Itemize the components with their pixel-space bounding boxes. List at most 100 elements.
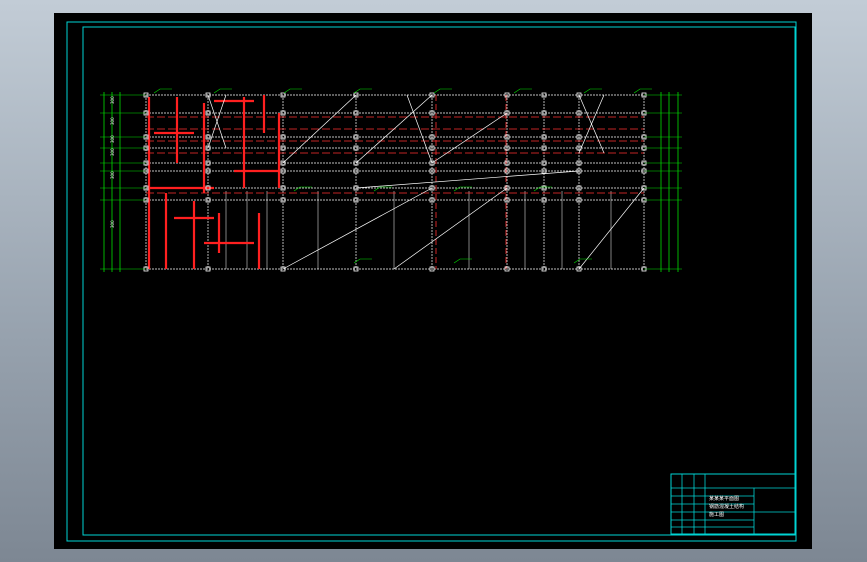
- column-marker: [541, 145, 547, 151]
- column-marker: [429, 197, 435, 203]
- column-marker: [143, 185, 149, 191]
- column-marker: [143, 92, 149, 98]
- column-marker: [504, 266, 510, 272]
- column-marker: [353, 266, 359, 272]
- column-marker: [541, 134, 547, 140]
- title-block-line1: 某某某平面图: [709, 496, 740, 502]
- annotation-leader: [373, 186, 392, 192]
- annotation-leader: [573, 258, 592, 264]
- annotation-leader: [453, 186, 472, 192]
- column-marker: [280, 168, 286, 174]
- column-marker: [641, 266, 647, 272]
- brace-line: [355, 94, 433, 164]
- annotation-leader: [213, 88, 232, 94]
- brace-line: [207, 94, 227, 149]
- column-marker: [641, 110, 647, 116]
- column-marker: [541, 197, 547, 203]
- column-marker: [504, 134, 510, 140]
- column-marker: [205, 160, 211, 166]
- column-marker: [143, 160, 149, 166]
- outer-border: [66, 21, 797, 542]
- annotation-leader: [513, 88, 532, 94]
- column-marker: [205, 134, 211, 140]
- column-marker: [541, 110, 547, 116]
- column-marker: [205, 110, 211, 116]
- column-marker: [205, 92, 211, 98]
- brace-line: [431, 112, 508, 164]
- column-marker: [353, 92, 359, 98]
- annotation-leader: [293, 186, 312, 192]
- column-marker: [641, 168, 647, 174]
- inner-border: [82, 26, 796, 536]
- column-marker: [280, 134, 286, 140]
- column-marker: [641, 185, 647, 191]
- column-marker: [641, 145, 647, 151]
- dimension-label: 300: [110, 148, 115, 156]
- column-marker: [576, 145, 582, 151]
- title-block-line2: 钢筋混凝土结构: [709, 504, 745, 510]
- column-marker: [641, 197, 647, 203]
- column-marker: [541, 185, 547, 191]
- column-marker: [504, 185, 510, 191]
- brace-line: [578, 94, 605, 154]
- column-marker: [353, 168, 359, 174]
- annotation-leader: [453, 258, 472, 264]
- column-marker: [143, 134, 149, 140]
- brace-line: [282, 187, 433, 270]
- brace-line: [282, 94, 357, 164]
- column-marker: [504, 92, 510, 98]
- column-marker: [429, 266, 435, 272]
- column-marker: [541, 92, 547, 98]
- title-block-line3: 施工图: [709, 512, 725, 518]
- column-marker: [280, 145, 286, 151]
- title-block: [670, 473, 796, 535]
- column-marker: [576, 197, 582, 203]
- column-marker: [576, 185, 582, 191]
- brace-line: [406, 94, 433, 164]
- dimension-label: 300: [110, 135, 115, 143]
- column-marker: [504, 197, 510, 203]
- column-marker: [205, 266, 211, 272]
- column-marker: [429, 168, 435, 174]
- column-marker: [429, 134, 435, 140]
- column-marker: [353, 185, 359, 191]
- column-marker: [576, 92, 582, 98]
- column-marker: [353, 110, 359, 116]
- column-marker: [541, 168, 547, 174]
- column-marker: [353, 197, 359, 203]
- column-marker: [143, 266, 149, 272]
- column-marker: [353, 145, 359, 151]
- annotation-leader: [583, 88, 602, 94]
- column-marker: [280, 110, 286, 116]
- dimension-label: 300: [110, 96, 115, 104]
- column-marker: [429, 160, 435, 166]
- column-marker: [143, 110, 149, 116]
- column-marker: [641, 92, 647, 98]
- dimension-label: 300: [110, 171, 115, 179]
- column-marker: [576, 168, 582, 174]
- brace-line: [355, 170, 580, 189]
- column-marker: [280, 160, 286, 166]
- column-marker: [429, 92, 435, 98]
- column-marker: [541, 160, 547, 166]
- column-marker: [429, 185, 435, 191]
- column-marker: [641, 134, 647, 140]
- annotation-leader: [533, 186, 552, 192]
- column-marker: [504, 145, 510, 151]
- annotation-leader: [353, 88, 372, 94]
- annotation-leader: [353, 258, 372, 264]
- annotation-leader: [283, 88, 302, 94]
- column-marker: [205, 145, 211, 151]
- column-marker: [641, 160, 647, 166]
- column-marker: [205, 197, 211, 203]
- column-marker: [143, 145, 149, 151]
- annotation-leader: [633, 88, 652, 94]
- annotation-leader: [433, 88, 452, 94]
- column-marker: [576, 110, 582, 116]
- column-marker: [429, 110, 435, 116]
- column-marker: [205, 185, 211, 191]
- column-marker: [353, 134, 359, 140]
- column-marker: [353, 160, 359, 166]
- column-marker: [280, 197, 286, 203]
- column-marker: [541, 266, 547, 272]
